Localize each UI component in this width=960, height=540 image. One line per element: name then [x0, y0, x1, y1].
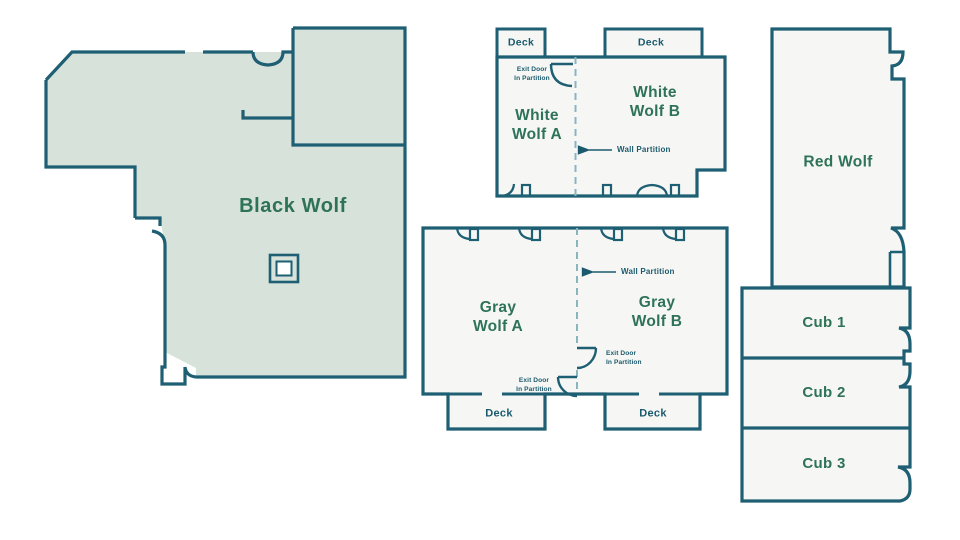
- gray-exit-door-swing-icons: [556, 346, 598, 398]
- door-notch-icons: [455, 227, 686, 242]
- cub-rooms: [740, 286, 912, 503]
- black-wolf-floor: [46, 28, 405, 377]
- door-notch-icons: [500, 183, 681, 198]
- gray-wolf-room-shape: [421, 226, 729, 431]
- black-wolf-walls: [44, 26, 407, 386]
- red-wolf-room-shape: [770, 27, 906, 289]
- cub-block-shape: [740, 286, 912, 503]
- white-wolf-deck-b-shape: [603, 27, 704, 59]
- red-wolf-room: [770, 27, 906, 289]
- white-wolf-deck-a-shape: [495, 27, 547, 59]
- white-wolf-room-shape: [495, 55, 727, 198]
- cub-divider-walls: [742, 356, 910, 430]
- red-wolf-door-frame: [888, 250, 904, 287]
- black-wolf-room: [44, 26, 407, 386]
- gray-wolf-rooms: [421, 226, 729, 431]
- white-exit-door-swing-icon: [549, 62, 573, 88]
- white-wolf-rooms: [495, 27, 727, 198]
- column-icon: [268, 253, 300, 284]
